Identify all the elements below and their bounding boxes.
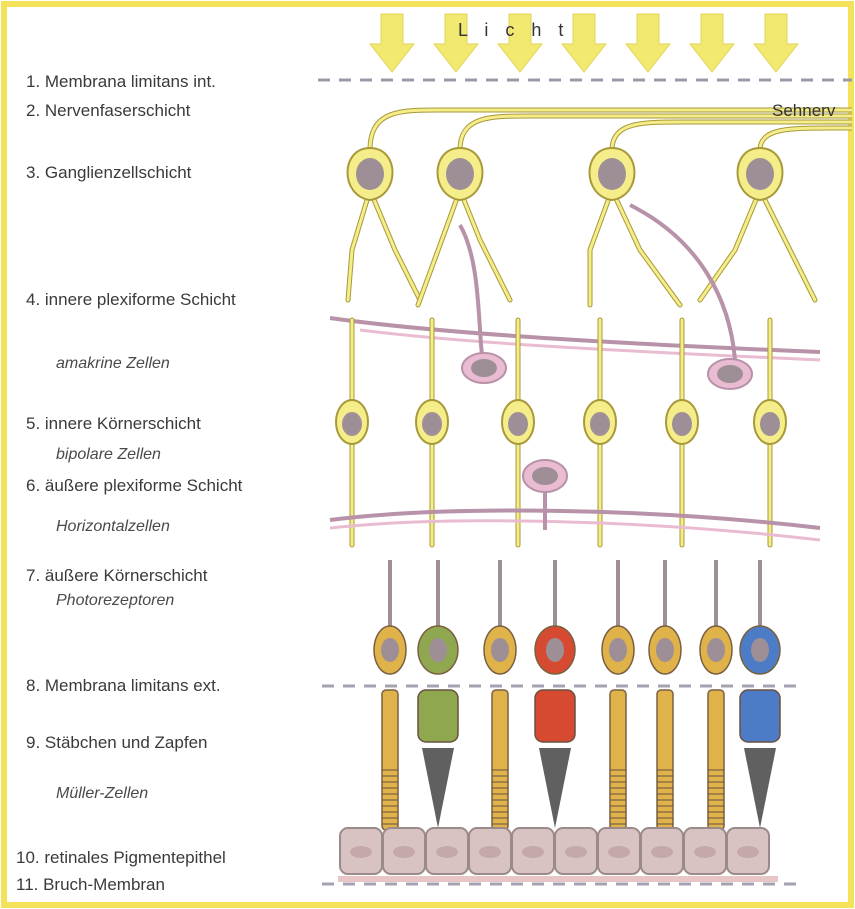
photoreceptor-nucleus-4 <box>546 638 564 662</box>
photoreceptor-nucleus-8 <box>751 638 769 662</box>
rod-segment-5 <box>610 690 626 830</box>
rod-segment-6 <box>657 690 673 830</box>
layer-label-8: 8. Membrana limitans ext. <box>26 676 221 696</box>
rod-segment-3 <box>492 690 508 830</box>
ganglion-dendrite-3 <box>418 190 460 305</box>
ganglion-dendrite-1-outline <box>348 190 370 300</box>
photoreceptor-nucleus-3 <box>491 638 509 662</box>
cone-inner-segment-2 <box>418 690 458 742</box>
horizontal-cells-label: Horizontalzellen <box>56 518 170 536</box>
pigment-epithel-nucleus-10 <box>737 846 759 858</box>
nerve-fibre-core-4 <box>760 128 852 150</box>
pigment-epithel-nucleus-6 <box>565 846 587 858</box>
pigment-epithel-nucleus-9 <box>694 846 716 858</box>
photoreceptor-nucleus-7 <box>707 638 725 662</box>
photoreceptors-label: Photorezeptoren <box>56 592 174 610</box>
mueller-cells-label: Müller-Zellen <box>56 785 148 803</box>
light-arrow-7 <box>754 14 798 72</box>
bipolar-nucleus-4 <box>590 412 610 436</box>
rod-segment-1 <box>382 690 398 830</box>
bipolar-cells-label: bipolare Zellen <box>56 446 161 464</box>
bipolar-nucleus-6 <box>760 412 780 436</box>
photoreceptor-nucleus-1 <box>381 638 399 662</box>
layer-label-1: 1. Membrana limitans int. <box>26 72 216 92</box>
bipolar-nucleus-1 <box>342 412 362 436</box>
light-arrow-6 <box>690 14 734 72</box>
ganglion-nucleus-1 <box>356 158 384 190</box>
cone-outer-segment-4 <box>539 748 571 828</box>
amacrine-dendrite-1 <box>460 225 482 355</box>
amacrine-cells-label: amakrine Zellen <box>56 355 170 373</box>
rod-segment-7 <box>708 690 724 830</box>
layer-label-7: 7. äußere Körnerschicht <box>26 566 207 586</box>
ganglion-nucleus-4 <box>746 158 774 190</box>
cone-inner-segment-8 <box>740 690 780 742</box>
ganglion-dendrite-6-outline <box>612 190 680 305</box>
cone-outer-segment-8 <box>744 748 776 828</box>
bipolar-nucleus-3 <box>508 412 528 436</box>
pigment-epithel-nucleus-1 <box>350 846 372 858</box>
light-arrow-1 <box>370 14 414 72</box>
photoreceptor-nucleus-5 <box>609 638 627 662</box>
layer-label-3: 3. Ganglienzellschicht <box>26 163 191 183</box>
bipolar-nucleus-5 <box>672 412 692 436</box>
layer-label-5: 5. innere Körnerschicht <box>26 414 201 434</box>
layer-label-9: 9. Stäbchen und Zapfen <box>26 733 207 753</box>
photoreceptor-nucleus-6 <box>656 638 674 662</box>
pigment-epithel-nucleus-8 <box>651 846 673 858</box>
bipolar-nucleus-2 <box>422 412 442 436</box>
cone-inner-segment-4 <box>535 690 575 742</box>
ganglion-dendrite-7-outline <box>700 190 760 300</box>
layer-label-6: 6. äußere plexiforme Schicht <box>26 476 242 496</box>
layer-label-4: 4. innere plexiforme Schicht <box>26 290 236 310</box>
amacrine-nucleus-1 <box>471 359 497 377</box>
horizontal-process-1 <box>330 511 820 528</box>
optic-nerve-label: Sehnerv <box>772 101 835 121</box>
light-arrow-5 <box>626 14 670 72</box>
ganglion-nucleus-3 <box>598 158 626 190</box>
pigment-epithel-nucleus-5 <box>522 846 544 858</box>
ganglion-nucleus-2 <box>446 158 474 190</box>
cone-outer-segment-2 <box>422 748 454 828</box>
pigment-epithel-nucleus-2 <box>393 846 415 858</box>
pigment-epithel-nucleus-7 <box>608 846 630 858</box>
pigment-epithel-nucleus-3 <box>436 846 458 858</box>
ganglion-dendrite-8 <box>760 190 815 300</box>
light-label: L i c h t <box>458 20 569 41</box>
photoreceptor-nucleus-2 <box>429 638 447 662</box>
horizontal-process-2 <box>330 521 820 540</box>
layer-label-11: 11. Bruch-Membran <box>16 875 165 895</box>
horizontal-nucleus <box>532 467 558 485</box>
pigment-epithel-nucleus-4 <box>479 846 501 858</box>
ganglion-dendrite-5-outline <box>590 190 612 305</box>
amacrine-process-2 <box>360 330 820 360</box>
amacrine-nucleus-2 <box>717 365 743 383</box>
layer-label-2: 2. Nervenfaserschicht <box>26 101 190 121</box>
layer-label-10: 10. retinales Pigmentepithel <box>16 848 226 868</box>
bruch-membrane-band <box>338 876 778 882</box>
